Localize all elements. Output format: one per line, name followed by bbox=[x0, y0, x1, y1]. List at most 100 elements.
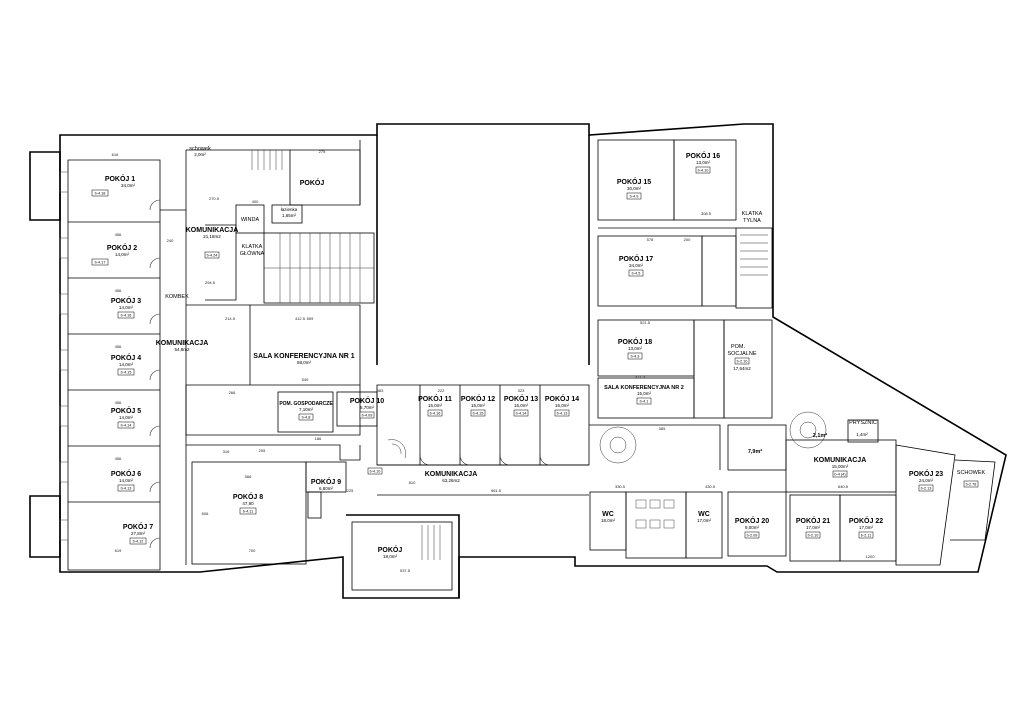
label-pokoj-bottom: POKÓJ bbox=[378, 545, 403, 554]
svg-text:18,0m²: 18,0m² bbox=[383, 554, 398, 559]
svg-text:63,26m2: 63,26m2 bbox=[442, 478, 460, 483]
label-prysznic: PRYSZNIC bbox=[849, 420, 877, 426]
label-winda: WINDA bbox=[241, 217, 260, 223]
rooms-11-14 bbox=[376, 384, 590, 496]
svg-text:15,0m²: 15,0m² bbox=[428, 403, 443, 408]
label-pokoj16: POKÓJ 16 bbox=[686, 151, 720, 160]
svg-text:b-2.13: b-2.13 bbox=[921, 487, 932, 491]
svg-text:961.5: 961.5 bbox=[491, 488, 502, 493]
svg-text:27,8m²: 27,8m² bbox=[131, 531, 146, 536]
svg-text:b-2.10: b-2.10 bbox=[737, 360, 748, 364]
central-core bbox=[186, 140, 375, 304]
svg-text:9,00m²: 9,00m² bbox=[745, 525, 760, 530]
label-kom3: KOMUNIKACJA bbox=[425, 471, 478, 478]
svg-text:b-4.1: b-4.1 bbox=[640, 400, 649, 404]
svg-text:323: 323 bbox=[518, 388, 525, 393]
svg-text:30,0m²: 30,0m² bbox=[627, 186, 642, 191]
svg-text:13,0m²: 13,0m² bbox=[628, 346, 643, 351]
svg-text:225: 225 bbox=[347, 488, 354, 493]
bottom-annex bbox=[351, 521, 453, 591]
label-pokoj10: POKÓJ 10 bbox=[350, 396, 384, 405]
label-pokoj6: POKÓJ 6 bbox=[111, 469, 141, 478]
svg-text:34,0m²: 34,0m² bbox=[629, 263, 644, 268]
label-pokoj17: POKÓJ 17 bbox=[619, 254, 653, 263]
label-pokoj5: POKÓJ 5 bbox=[111, 406, 141, 415]
svg-text:1200: 1200 bbox=[866, 554, 876, 559]
label-room-7-9: 7,9m² bbox=[748, 448, 763, 455]
svg-text:58,0m²: 58,0m² bbox=[297, 360, 312, 365]
svg-text:b-4.5: b-4.5 bbox=[632, 272, 641, 276]
svg-text:308.5: 308.5 bbox=[701, 211, 712, 216]
svg-text:275: 275 bbox=[319, 149, 326, 154]
label-klatka-gl2: GŁÓWNA bbox=[240, 250, 265, 257]
svg-text:537.5: 537.5 bbox=[400, 568, 411, 573]
svg-text:412.5: 412.5 bbox=[295, 316, 306, 321]
svg-text:316: 316 bbox=[223, 449, 230, 454]
svg-text:14,0m²: 14,0m² bbox=[115, 252, 130, 257]
label-pom-soc2: SOCJALNE bbox=[727, 351, 756, 357]
svg-text:456: 456 bbox=[115, 232, 122, 237]
label-wc2: WC bbox=[698, 511, 710, 518]
svg-text:700: 700 bbox=[249, 548, 256, 553]
svg-text:b-4.17: b-4.17 bbox=[95, 261, 106, 265]
svg-text:14,0m²: 14,0m² bbox=[119, 305, 134, 310]
label-pokoj7: POKÓJ 7 bbox=[123, 522, 153, 531]
svg-text:430.5: 430.5 bbox=[705, 484, 716, 489]
svg-text:15,0m²: 15,0m² bbox=[514, 403, 529, 408]
svg-text:b-4.9: b-4.9 bbox=[630, 195, 639, 199]
svg-text:b-4.15: b-4.15 bbox=[121, 371, 132, 375]
dimension-labels: 616 456 456 456 456 456 619 566 606 659 … bbox=[112, 149, 876, 573]
label-room-1-4: 1,4m² bbox=[856, 432, 868, 437]
svg-text:606: 606 bbox=[202, 511, 209, 516]
svg-text:b-2.11: b-2.11 bbox=[861, 534, 871, 538]
label-pokoj21: POKÓJ 21 bbox=[796, 516, 830, 525]
svg-text:294.5: 294.5 bbox=[205, 280, 216, 285]
svg-text:521.5: 521.5 bbox=[635, 374, 646, 379]
svg-text:b-4.12: b-4.12 bbox=[133, 540, 144, 544]
svg-text:383: 383 bbox=[377, 388, 384, 393]
svg-text:24,0m²: 24,0m² bbox=[919, 478, 934, 483]
label-pokoj20: POKÓJ 20 bbox=[735, 516, 769, 525]
label-pom-gosp: POM. GOSPODARCZE bbox=[279, 401, 333, 407]
label-kom4: KOMUNIKACJA bbox=[814, 457, 867, 464]
svg-text:b-2.10: b-2.10 bbox=[808, 534, 819, 538]
conference-block bbox=[185, 304, 378, 565]
right-lower-wing bbox=[589, 411, 996, 566]
label-pokoj23: POKÓJ 23 bbox=[909, 469, 943, 478]
label-pokoj14: POKÓJ 14 bbox=[545, 394, 579, 403]
label-pokoj4: POKÓJ 4 bbox=[111, 353, 141, 362]
svg-text:456: 456 bbox=[115, 400, 122, 405]
svg-text:18,0m²: 18,0m² bbox=[601, 518, 616, 523]
svg-text:456: 456 bbox=[115, 288, 122, 293]
svg-text:17,64m2: 17,64m2 bbox=[733, 366, 751, 371]
svg-text:456: 456 bbox=[115, 344, 122, 349]
label-sala1: SALA KONFERENCYJNA NR 1 bbox=[253, 353, 354, 360]
svg-text:385: 385 bbox=[659, 426, 666, 431]
svg-text:14,0m²: 14,0m² bbox=[119, 415, 134, 420]
svg-text:21,18m2: 21,18m2 bbox=[203, 234, 221, 239]
svg-text:240: 240 bbox=[167, 238, 174, 243]
svg-text:b-4.10: b-4.10 bbox=[370, 470, 381, 474]
svg-text:6,80m²: 6,80m² bbox=[319, 486, 334, 491]
label-schowek-top: schowek bbox=[189, 146, 211, 152]
svg-text:578: 578 bbox=[647, 237, 654, 242]
svg-text:549: 549 bbox=[302, 377, 309, 382]
small-stair bbox=[387, 439, 406, 459]
svg-text:7,10m²: 7,10m² bbox=[299, 407, 314, 412]
svg-text:b-4.14: b-4.14 bbox=[121, 424, 132, 428]
svg-text:205: 205 bbox=[259, 448, 266, 453]
left-wing bbox=[59, 150, 187, 571]
label-klatka-ty2: TYLNA bbox=[743, 218, 761, 224]
svg-text:b-4.8: b-4.8 bbox=[302, 416, 311, 420]
svg-text:34,0m²: 34,0m² bbox=[121, 183, 136, 188]
svg-text:330.5: 330.5 bbox=[615, 484, 626, 489]
svg-text:b-4.16: b-4.16 bbox=[121, 314, 132, 318]
label-pom-soc1: POM. bbox=[731, 344, 746, 350]
label-pokoj15: POKÓJ 15 bbox=[617, 177, 651, 186]
svg-text:270.5: 270.5 bbox=[209, 196, 220, 201]
svg-text:186: 186 bbox=[315, 436, 322, 441]
svg-text:659: 659 bbox=[307, 316, 314, 321]
label-pokoj2: POKÓJ 2 bbox=[107, 243, 137, 252]
label-pokoj22: POKÓJ 22 bbox=[849, 516, 883, 525]
